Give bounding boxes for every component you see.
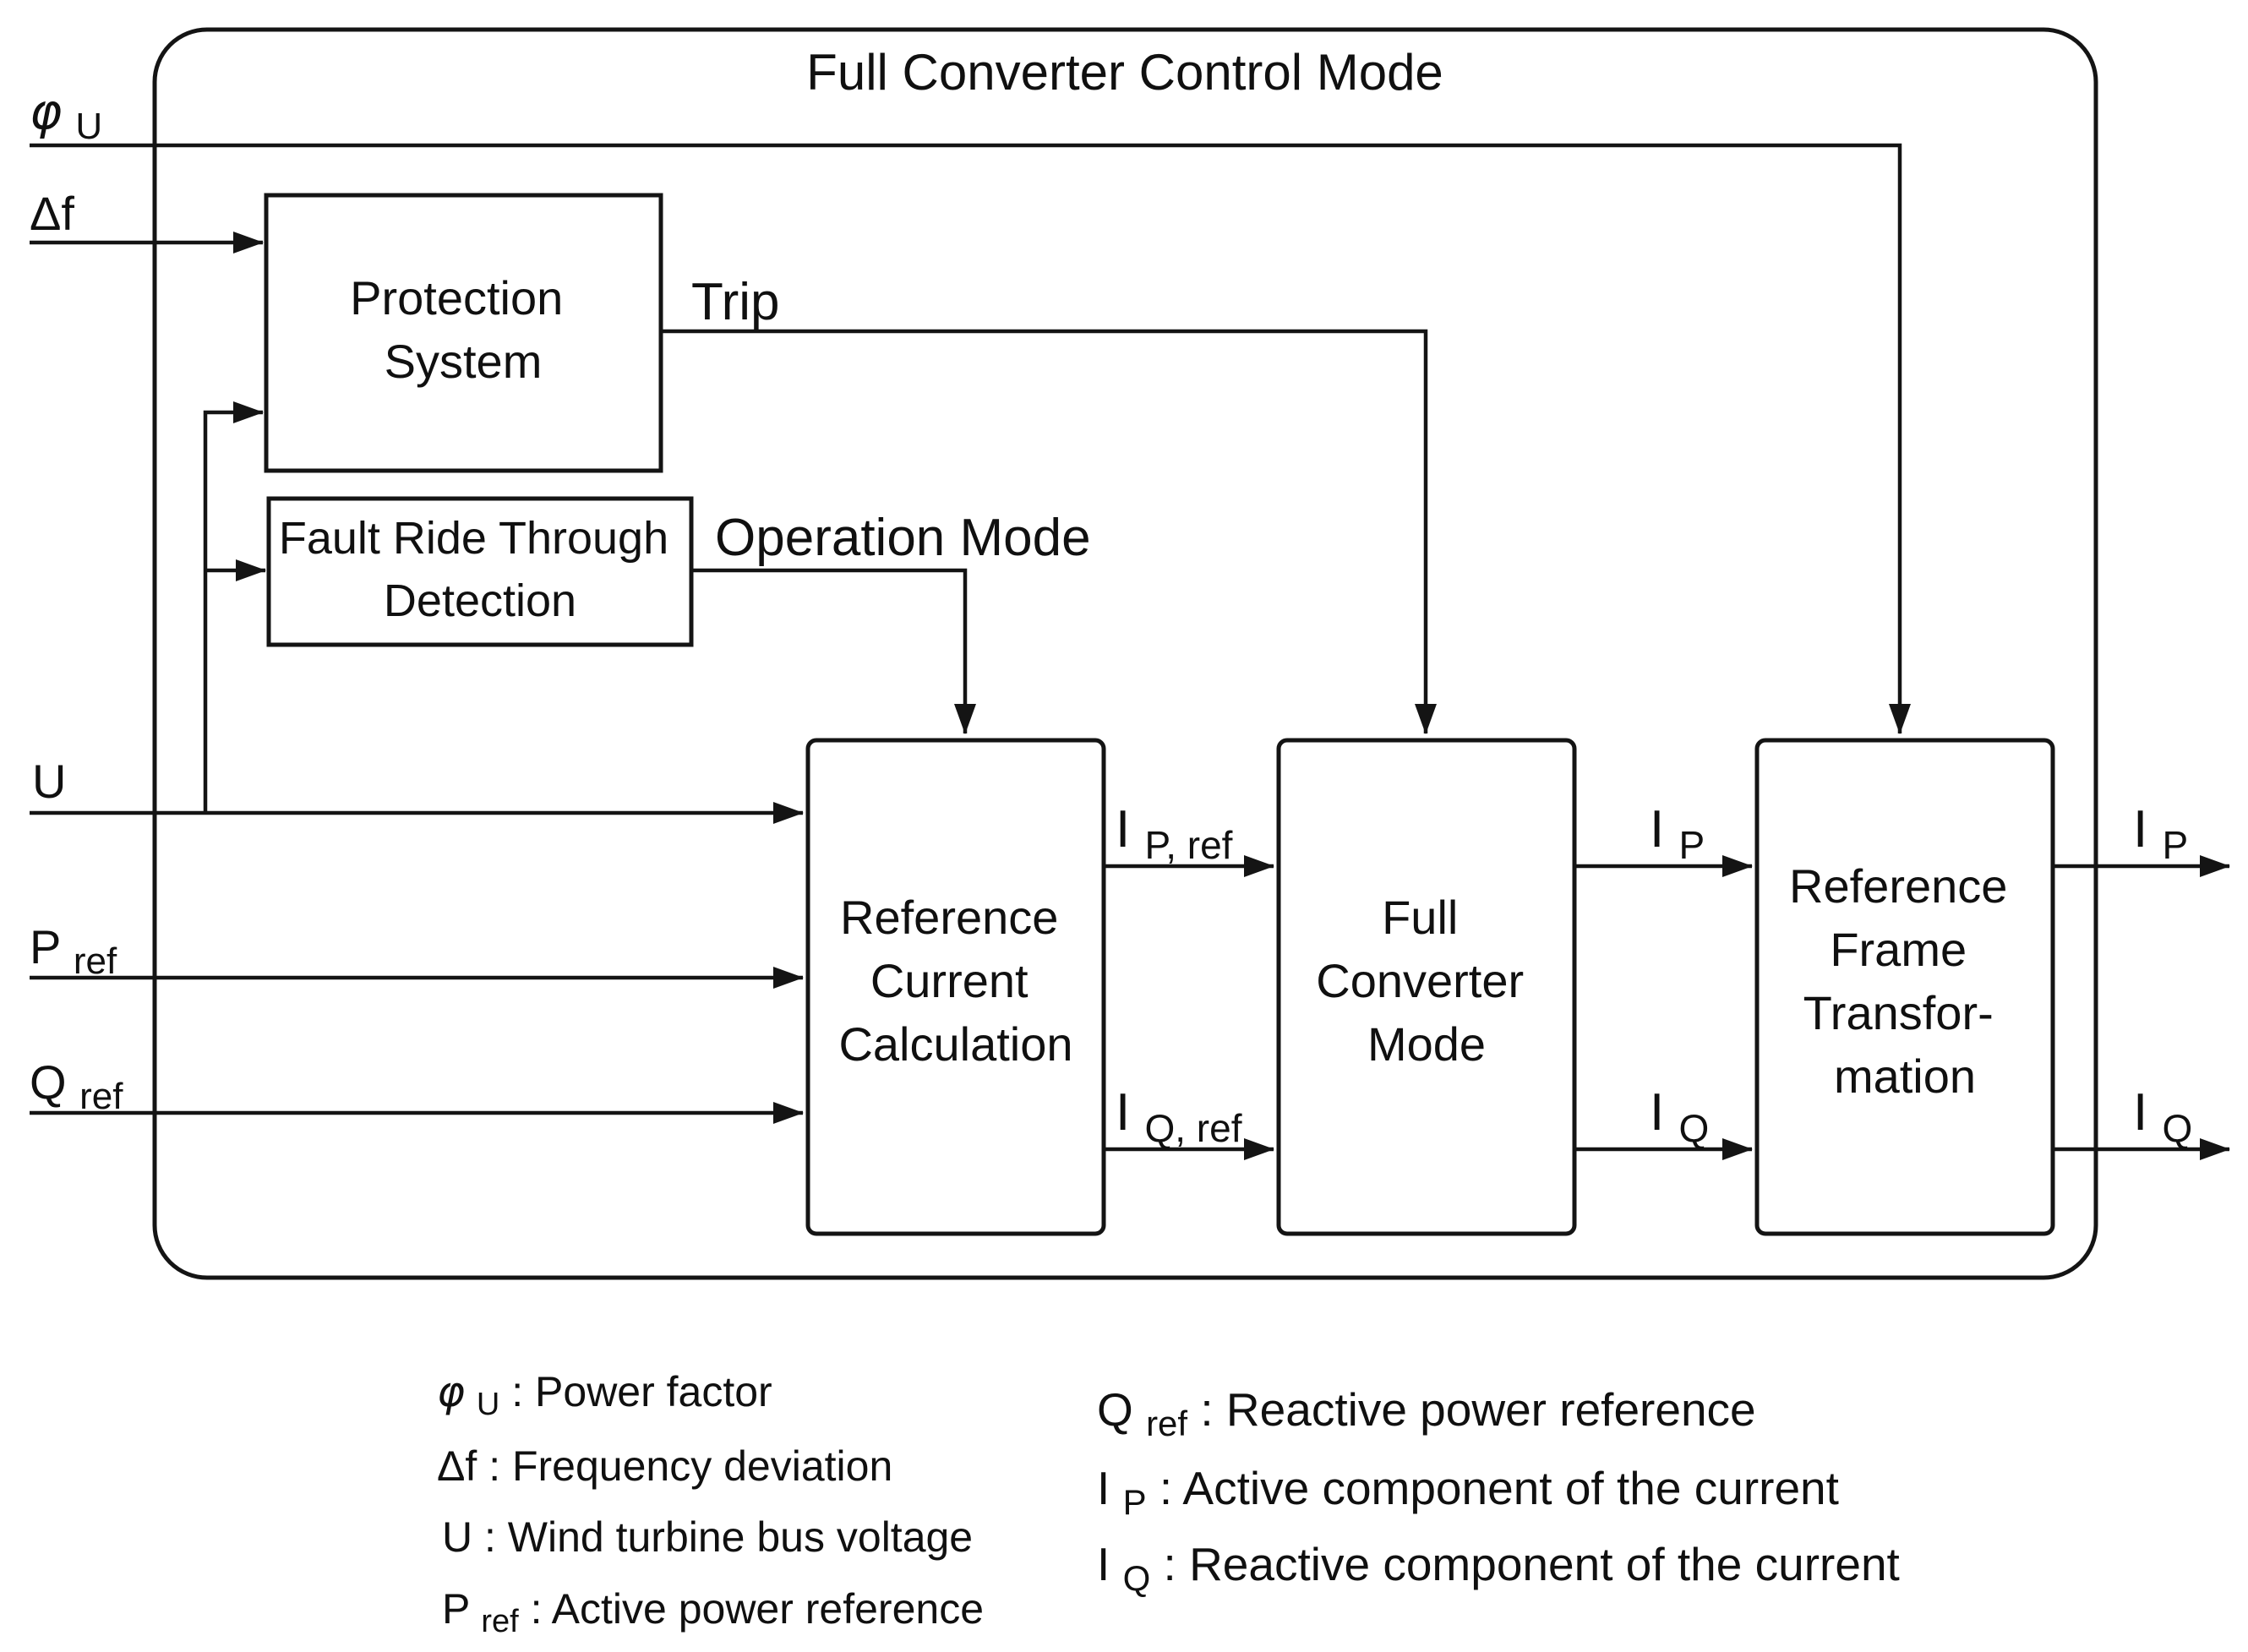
signal-label-iq-mid: I Q — [1650, 1083, 1709, 1150]
subscript: P — [2162, 823, 2188, 867]
block-reference-frame-transformation-label: Reference Frame Transfor- mation — [1789, 859, 2021, 1103]
subscript: Q — [2162, 1106, 2192, 1150]
subscript: U — [477, 1387, 499, 1422]
subscript: P — [1678, 823, 1705, 867]
flow-line-u-branch-protection — [203, 401, 264, 813]
subscript: Q — [1123, 1558, 1151, 1598]
legend-item-active-current-component: I P : Active component of the current — [1097, 1462, 1839, 1524]
flow-line-phi-u — [30, 143, 1911, 734]
block-fault-ride-through-detection-label: Fault Ride Through Detection — [279, 513, 681, 626]
block-reference-frame-transformation — [1754, 738, 2055, 1236]
block-reference-current-calculation — [805, 738, 1106, 1236]
legend-item-reactive-current-component: I Q : Reactive component of the current — [1097, 1538, 1900, 1600]
legend-item-reactive-power-reference: Q ref : Reactive power reference — [1097, 1383, 1756, 1446]
legend-item-power-factor: φ U : Power factor — [437, 1367, 772, 1424]
flow-line-operation-mode — [691, 568, 976, 734]
signal-label-iq-ref: I Q, ref — [1116, 1083, 1242, 1150]
subscript: ref — [74, 940, 117, 982]
signal-label-operation-mode: Operation Mode — [715, 509, 1091, 567]
input-label-u: U — [32, 755, 66, 808]
legend-item-frequency-deviation: Δf : Frequency deviation — [437, 1442, 892, 1490]
input-label-delta-f: Δf — [30, 187, 74, 240]
subscript: ref — [79, 1076, 123, 1117]
diagram-title: Full Converter Control Mode — [806, 44, 1443, 101]
input-label-q-ref: Q ref — [30, 1055, 123, 1117]
legend-item-active-power-reference: P ref : Active power reference — [442, 1585, 984, 1641]
subscript: ref — [1146, 1404, 1187, 1443]
block-protection-system — [264, 193, 663, 473]
subscript: P, ref — [1144, 823, 1232, 867]
legend-item-bus-voltage: U : Wind turbine bus voltage — [442, 1513, 973, 1561]
block-protection-system-label: Protection System — [350, 271, 576, 388]
signal-label-ip-mid: I P — [1650, 800, 1705, 867]
subscript: ref — [481, 1604, 519, 1639]
output-label-ip: I P — [2133, 800, 2188, 867]
input-label-p-ref: P ref — [30, 920, 117, 982]
subscript: Q — [1678, 1106, 1709, 1150]
output-label-iq: I Q — [2133, 1083, 2192, 1150]
flow-line-trip — [661, 329, 1437, 734]
subscript: U — [75, 106, 102, 147]
signal-label-trip: Trip — [691, 273, 779, 331]
subscript: Q, ref — [1144, 1106, 1241, 1150]
signal-label-ip-ref: I P, ref — [1116, 800, 1233, 867]
block-fault-ride-through-detection — [266, 496, 694, 647]
block-full-converter-mode — [1276, 738, 1577, 1236]
input-label-phi-u: φ U — [30, 83, 102, 147]
block-full-converter-mode-label: Full Converter Mode — [1316, 891, 1536, 1071]
subscript: P — [1123, 1482, 1147, 1522]
block-reference-current-calculation-label: Reference Current Calculation — [838, 891, 1072, 1071]
